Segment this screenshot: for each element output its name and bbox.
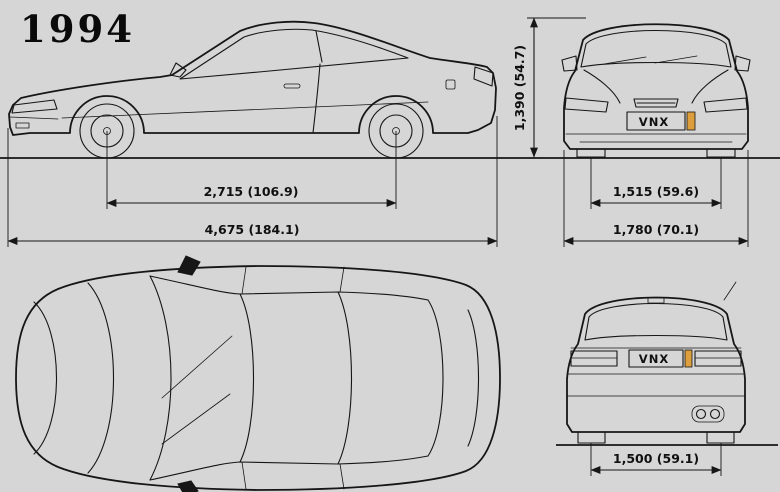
high-mount-brake-light [647, 297, 665, 304]
top-body-outline [15, 265, 501, 491]
rear-body-outline [566, 296, 746, 433]
headlight-side [11, 99, 58, 114]
top-mirror-right [177, 480, 199, 492]
front-view-drawing: VNX [561, 23, 751, 158]
headlights-front [564, 97, 748, 113]
exhaust-housing [691, 405, 725, 423]
roof-front-arc [239, 293, 255, 463]
rear-window [584, 303, 728, 341]
side-dimensions: 2,715 (106.9) 4,675 (184.1) [7, 116, 498, 247]
rear-view-drawing: VNX [566, 281, 746, 444]
hood-creases [583, 69, 729, 104]
b-pillar-and-door-seam [312, 30, 323, 134]
length-label: 4,675 (184.1) [205, 222, 300, 237]
tail-lamp-side [473, 66, 494, 87]
top-view-drawing [15, 255, 501, 492]
height-label: 1,390 (54.7) [512, 45, 527, 131]
front-plate-badge [686, 111, 696, 131]
rear-track-label: 1,500 (59.1) [613, 451, 699, 466]
top-door-seams [241, 266, 345, 490]
trunk-arc [467, 309, 480, 447]
front-bumper-seams [565, 133, 747, 143]
rear-right-tire [706, 431, 735, 444]
rear-license-plate [628, 349, 684, 368]
exhaust-pipe-left [695, 408, 707, 420]
roof-rear-arc [337, 291, 353, 465]
rear-plate-text: VNX [639, 352, 669, 366]
exhaust-pipe-right [709, 408, 721, 420]
front-plate-text: VNX [639, 115, 669, 129]
front-mirrors [561, 55, 751, 72]
rear-dimensions: 1,500 (59.1) [590, 443, 722, 476]
width-label: 1,780 (70.1) [613, 222, 699, 237]
rear-window-base-arc [427, 299, 444, 457]
model-year-title: 1994 [20, 7, 135, 51]
side-mirror [169, 62, 187, 78]
hood-contour-arcs [33, 282, 114, 474]
wipers [603, 55, 698, 65]
wheelbase-label: 2,715 (106.9) [204, 184, 299, 199]
side-glass [179, 28, 409, 80]
tail-light-left [570, 350, 618, 367]
top-wipers [161, 335, 233, 445]
front-license-plate [626, 111, 686, 131]
front-dimensions: 1,390 (54.7) 1,515 (59.6) 1,780 (70.1) [512, 17, 749, 247]
side-view-drawing [8, 20, 497, 159]
windshield [580, 30, 732, 68]
rear-left-tire [577, 431, 606, 444]
door-handle [283, 83, 301, 89]
fuel-door [445, 79, 456, 90]
windshield-base-arc [149, 275, 172, 481]
top-mirror-left [177, 255, 201, 276]
grille [633, 98, 679, 108]
tail-light-right [694, 350, 742, 367]
antenna [723, 281, 737, 301]
front-track-label: 1,515 (59.6) [613, 184, 699, 199]
greenhouse-side-lines [149, 275, 429, 481]
rear-plate-badge [684, 349, 693, 368]
front-bumper-details [9, 116, 59, 129]
body-crease-line [61, 101, 429, 119]
rear-bumper-seams [566, 373, 746, 397]
front-body-outline [563, 23, 749, 150]
